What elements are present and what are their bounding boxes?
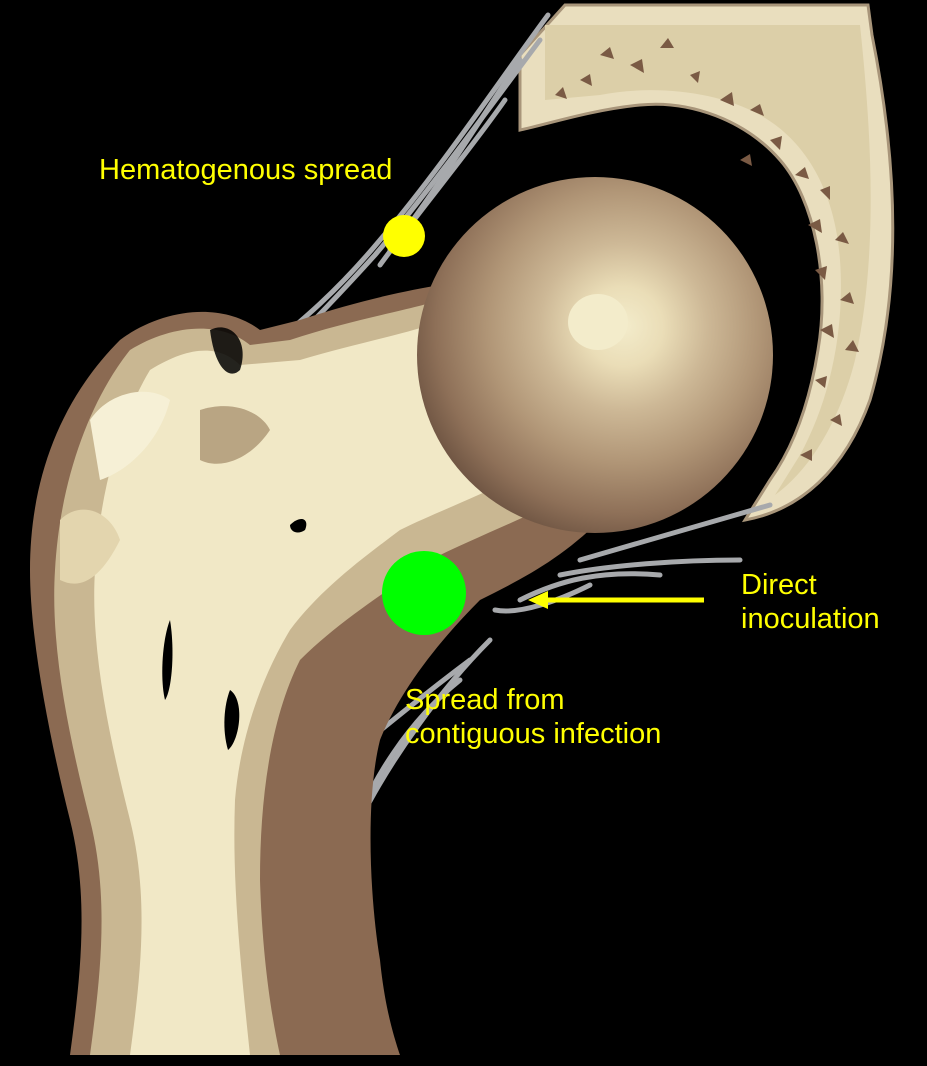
yellow-dot-icon xyxy=(383,215,425,257)
femoral-head xyxy=(417,177,773,533)
left-arrow-icon xyxy=(528,591,704,609)
contiguous-infection-label: Spread from contiguous infection xyxy=(405,683,661,751)
direct-inoculation-label: Direct inoculation xyxy=(741,568,880,636)
hematogenous-spread-label: Hematogenous spread xyxy=(99,153,392,187)
green-dot-icon xyxy=(382,551,466,635)
